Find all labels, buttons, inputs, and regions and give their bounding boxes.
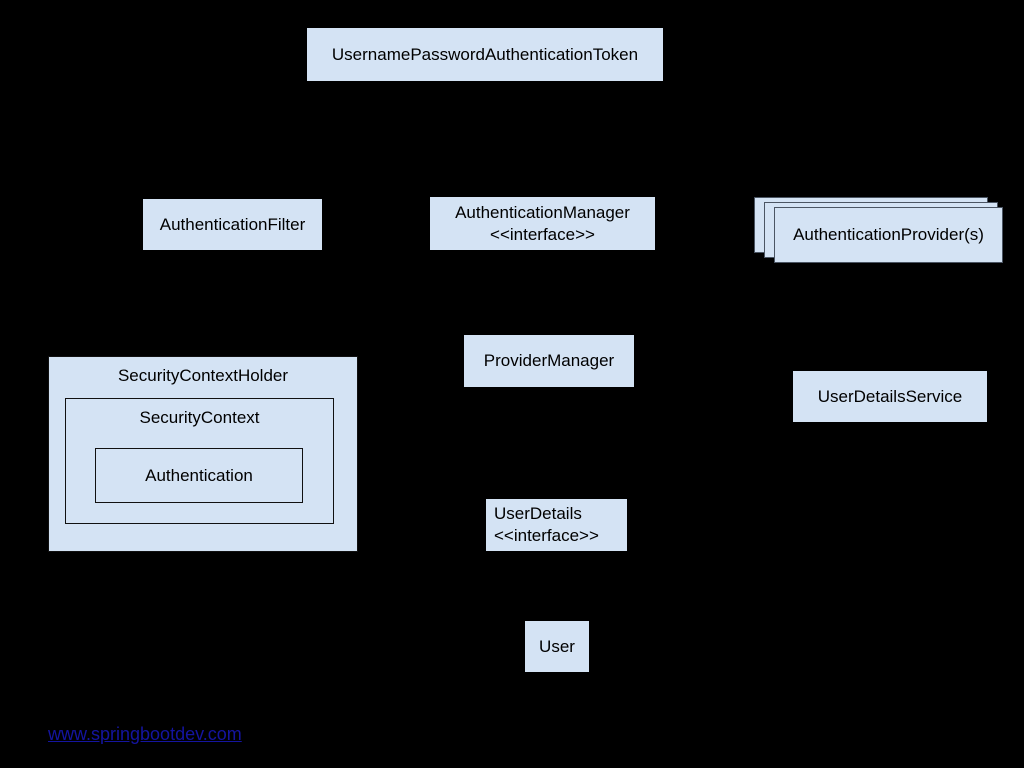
node-label: UserDetails: [494, 504, 582, 524]
node-user: User: [525, 621, 589, 672]
node-label: ProviderManager: [483, 351, 615, 371]
node-user-details-service: UserDetailsService: [793, 371, 987, 422]
node-security-context-label: SecurityContext: [139, 408, 260, 427]
node-security-context-holder: SecurityContextHolder SecurityContext Au…: [48, 356, 358, 552]
node-provider-manager: ProviderManager: [464, 335, 634, 387]
node-username-password-authentication-token: UsernamePasswordAuthenticationToken: [307, 28, 663, 81]
node-label: AuthenticationFilter: [159, 214, 306, 234]
node-authentication-providers: AuthenticationProvider(s): [774, 207, 1003, 263]
node-security-context: SecurityContext Authentication: [65, 398, 334, 524]
node-label: AuthenticationManager: [455, 202, 630, 222]
node-user-details: UserDetails <<interface>>: [486, 499, 627, 551]
node-stereotype: <<interface>>: [494, 526, 599, 545]
node-authentication-manager: AuthenticationManager <<interface>>: [430, 197, 655, 250]
node-authentication-filter: AuthenticationFilter: [143, 199, 322, 250]
footer-watermark-link[interactable]: www.springbootdev.com: [48, 724, 242, 744]
node-security-context-holder-label: SecurityContextHolder: [117, 366, 289, 385]
node-label: AuthenticationProvider(s): [793, 225, 984, 245]
node-label: Authentication: [145, 465, 253, 485]
node-label: UsernamePasswordAuthenticationToken: [331, 44, 639, 64]
node-stereotype: <<interface>>: [490, 224, 595, 244]
node-authentication: Authentication: [95, 448, 303, 503]
node-label: UserDetailsService: [817, 386, 963, 406]
node-label: User: [539, 636, 575, 656]
